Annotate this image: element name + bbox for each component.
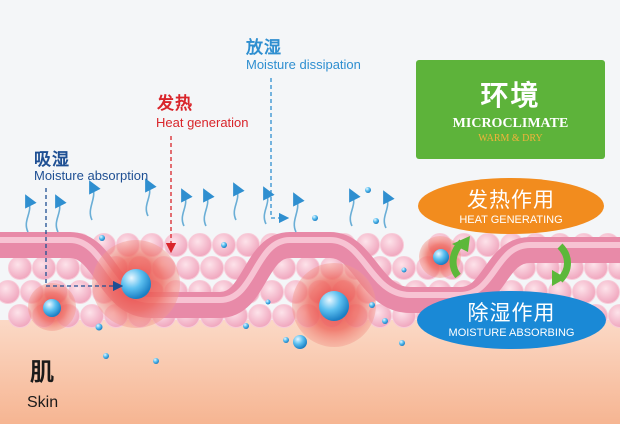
fiber-cell (608, 304, 620, 328)
fiber-cell (260, 280, 284, 304)
fiber-cell (0, 280, 20, 304)
fiber-cell (80, 304, 104, 328)
skin-label-zh: 肌 (30, 358, 54, 386)
microclimate-title-zh: 环境 (480, 79, 541, 112)
fiber-cell (200, 256, 224, 280)
microclimate-subtitle: WARM & DRY (478, 133, 543, 144)
water-droplet (121, 269, 151, 299)
vapour-arrows (25, 178, 395, 233)
heat-label-zh: 发热 (157, 94, 193, 114)
fiber-cell (32, 256, 56, 280)
heat-generating-pill: 发热作用 HEAT GENERATING (418, 178, 604, 234)
fiber-cell (380, 233, 404, 257)
fiber-cell (236, 233, 260, 257)
heat-label-en: Heat generation (156, 115, 249, 130)
heat-generating-en: HEAT GENERATING (459, 214, 563, 226)
fiber-cell (176, 256, 200, 280)
moisture-absorbing-en: MOISTURE ABSORBING (448, 327, 575, 339)
fiber-cell (248, 304, 272, 328)
water-droplet (43, 299, 61, 317)
microclimate-title-en: MICROCLIMATE (452, 116, 569, 131)
moisture-absorbing-pill: 除湿作用 MOISTURE ABSORBING (417, 291, 606, 349)
dissipation-indicator (270, 78, 290, 224)
absorption-label-zh: 吸湿 (34, 150, 70, 170)
dissipation-label-zh: 放湿 (246, 38, 282, 58)
fiber-cell (164, 233, 188, 257)
fiber-cell (8, 256, 32, 280)
water-droplet (433, 249, 449, 265)
fiber-cell (188, 233, 212, 257)
fiber-cell (56, 256, 80, 280)
skin-label-en: Skin (27, 394, 59, 411)
fiber-cell (272, 304, 296, 328)
fiber-cell (476, 233, 500, 257)
absorption-label-en: Moisture absorption (34, 168, 149, 183)
cycle-arrow-down-head-icon (552, 270, 566, 286)
small-droplets (95, 187, 407, 364)
heat-generating-zh: 发热作用 (467, 188, 555, 212)
microclimate-box: 环境 MICROCLIMATE WARM & DRY (416, 60, 605, 159)
water-droplet (319, 291, 349, 321)
dissipation-label-en: Moisture dissipation (246, 57, 361, 72)
absorption-indicator (45, 188, 124, 292)
cycle-arrow-up-head-icon (452, 236, 470, 252)
moisture-absorbing-zh: 除湿作用 (467, 301, 556, 325)
